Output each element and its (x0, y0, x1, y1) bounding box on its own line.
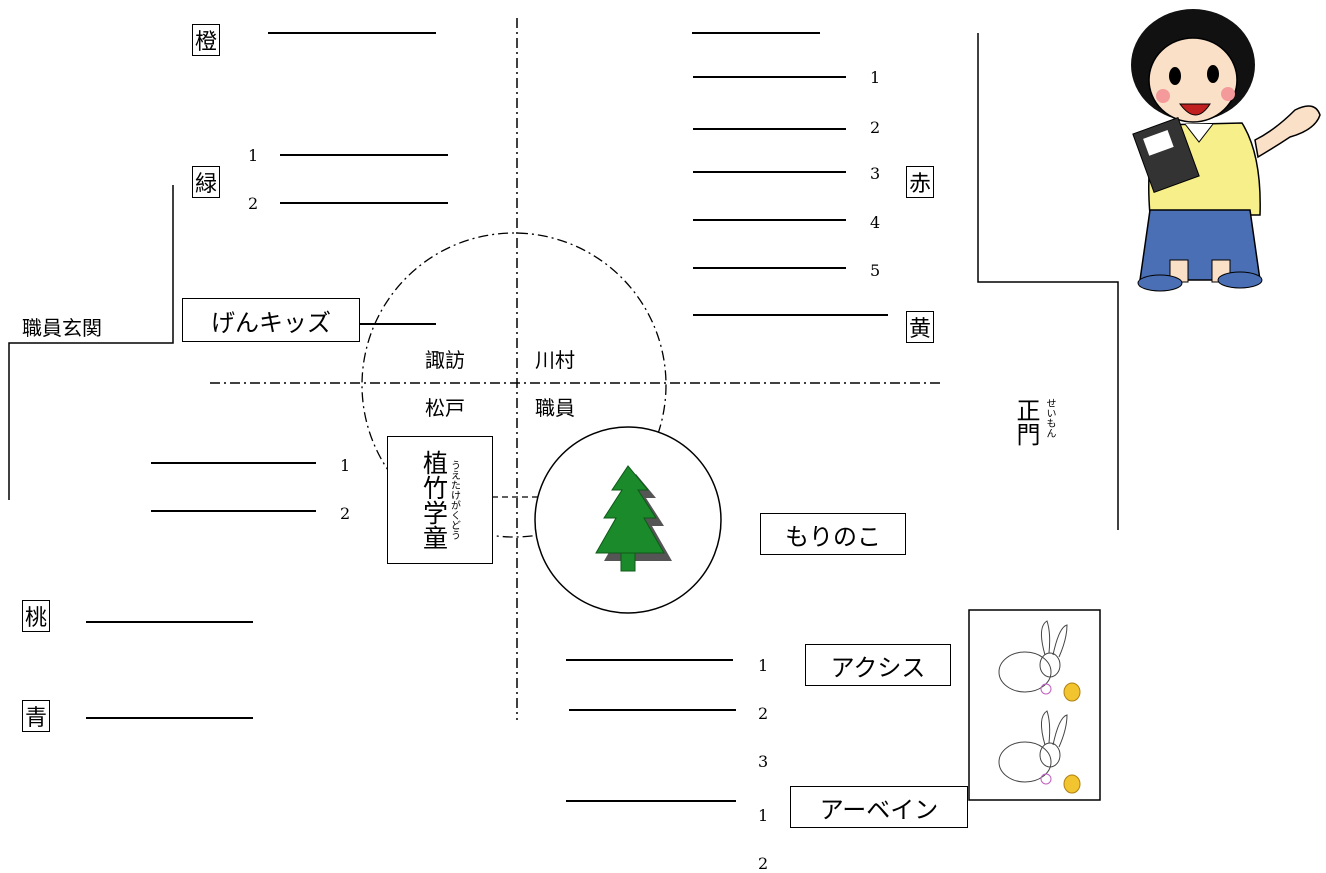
red-slot-3: 3 (870, 164, 881, 183)
axis-slot-2: 2 (758, 704, 769, 723)
axis-slot-3: 3 (758, 752, 769, 771)
left-wall (8, 185, 174, 500)
matsudo-label: 松戸 (425, 396, 465, 420)
color-orange-label: 橙 (192, 24, 220, 56)
color-pink-label: 桃 (22, 600, 50, 632)
staff-entrance-label: 職員玄関 (22, 316, 102, 340)
axis-slot-1: 1 (758, 656, 769, 675)
green-slot-2: 2 (248, 194, 259, 213)
right-wall (977, 33, 1119, 530)
red-slot-5: 5 (870, 261, 881, 280)
green-slot-1: 1 (248, 146, 259, 165)
genkids-box: げんキッズ (182, 298, 360, 342)
kawamura-label: 川村 (535, 348, 575, 372)
left-slot-1: 1 (340, 456, 351, 475)
uetake-label: 植竹学童 (419, 450, 449, 550)
center-circle (361, 232, 667, 538)
rabbit-illustration-icon (998, 620, 1081, 794)
uetake-ruby: うえたけがくどう (448, 460, 460, 540)
morinoko-box: もりのこ (760, 513, 906, 555)
color-yellow-label: 黄 (906, 311, 934, 343)
abein-slot-2: 2 (758, 854, 769, 873)
seimon-label: 正門 (1012, 398, 1040, 446)
suwa-label: 諏訪 (425, 348, 465, 372)
abein-box: アーベイン (790, 786, 968, 828)
axis-box: アクシス (805, 644, 951, 686)
abein-slot-1: 1 (758, 806, 769, 825)
left-slot-2: 2 (340, 504, 351, 523)
uetake-box: 植竹学童 うえたけがくどう (387, 436, 493, 564)
teacher-character-icon (1131, 9, 1321, 292)
color-blue-label: 青 (22, 700, 50, 732)
color-green-label: 緑 (192, 166, 220, 198)
red-slot-2: 2 (870, 118, 881, 137)
red-slot-1: 1 (870, 68, 881, 87)
staff-label: 職員 (535, 396, 575, 420)
color-red-label: 赤 (906, 166, 934, 198)
red-slot-4: 4 (870, 213, 881, 232)
rabbit-frame (968, 609, 1101, 801)
tree-icon (595, 465, 672, 572)
seimon-ruby: せいもん (1044, 398, 1055, 438)
